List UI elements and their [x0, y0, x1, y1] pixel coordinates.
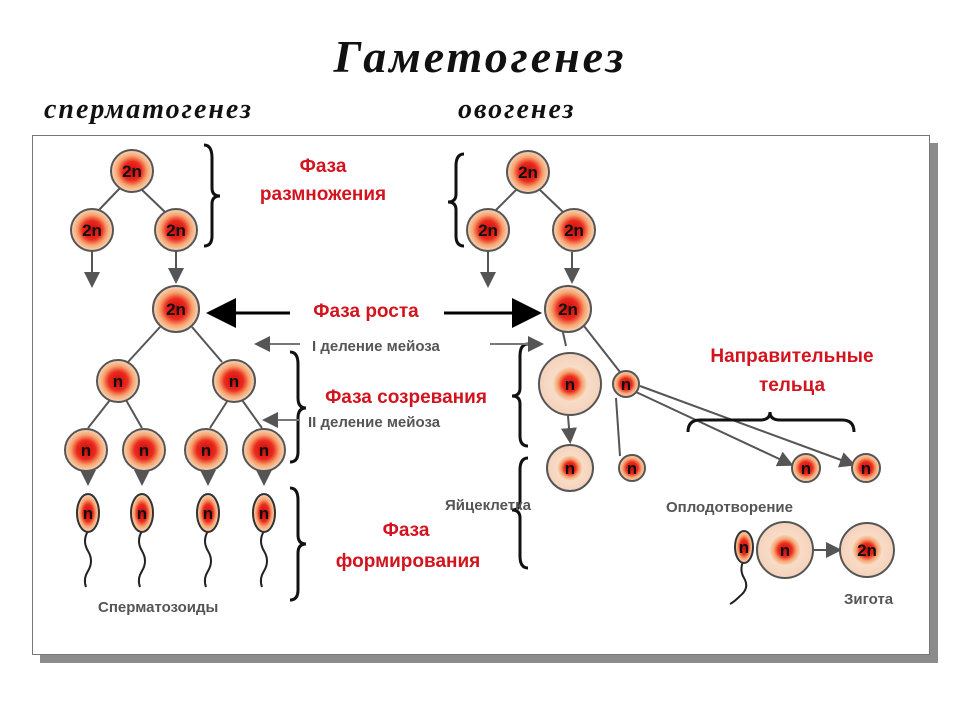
sp-spermatid-1: n	[64, 428, 108, 472]
lineage-connectors	[80, 187, 856, 558]
sp-line-7	[87, 399, 111, 429]
sp-secondary-spermatocyte-1: n	[96, 359, 140, 403]
oo-secondary-oocyte-ploidy: n	[565, 375, 575, 394]
spermatogenesis-heading: сперматогенез	[44, 94, 253, 125]
fertilization-label: Оплодотворение	[666, 499, 793, 516]
oo-oogonium-1-ploidy: 2n	[518, 163, 538, 182]
brace-formation-right	[511, 456, 529, 570]
formation-phase-label-1: Фаза	[383, 520, 430, 541]
brace-reproduction-right	[447, 152, 465, 248]
sp-primary-spermatocyte: 2n	[152, 285, 200, 333]
reproduction-phase-label-1: Фаза	[300, 156, 347, 177]
sp-line-1	[96, 187, 121, 213]
oo-line-9	[635, 391, 794, 467]
sp-primary-spermatocyte-ploidy: 2n	[166, 300, 186, 319]
zygote-label: Зигота	[844, 591, 894, 608]
meiosis-2-label: II деление мейоза	[308, 414, 441, 431]
sp-spermatid-3: n	[184, 428, 228, 472]
sp-line-8	[125, 399, 143, 429]
maturation-phase-label: Фаза созревания	[325, 387, 487, 408]
cells-layer: 2n 2n 2n 2n n n n n n n n n n n 2n 2n 2n 2n n n n n n n n n 2n	[64, 149, 895, 605]
formation-phase-label-2: формирования	[336, 551, 481, 572]
oo-oogonium-2: 2n	[466, 208, 510, 252]
sp-spermatid-1-ploidy: n	[81, 441, 91, 460]
sp-sperm-2-ploidy: n	[137, 504, 147, 523]
sperm-label: Сперматозоиды	[98, 599, 218, 616]
brace-reproduction-left	[203, 143, 221, 248]
oo-primary-oocyte-ploidy: 2n	[558, 300, 578, 319]
sp-secondary-spermatocyte-2: n	[212, 359, 256, 403]
oo-polar-body-2: n	[618, 454, 646, 482]
oo-line-8	[615, 397, 621, 457]
sp-spermatogonium-3-ploidy: 2n	[166, 221, 186, 240]
sp-sperm-4: n	[252, 493, 276, 588]
meiosis-1-label: I деление мейоза	[312, 338, 441, 355]
sp-sperm-4-ploidy: n	[259, 504, 269, 523]
sp-sperm-1: n	[76, 493, 100, 588]
sp-spermatogonium-3: 2n	[154, 208, 198, 252]
sp-spermatid-4-ploidy: n	[259, 441, 269, 460]
oo-polar-body-4: n	[851, 453, 881, 483]
fertilizing-sperm-ploidy: n	[739, 538, 749, 557]
oo-primary-oocyte: 2n	[544, 285, 592, 333]
oo-zygote-ploidy: 2n	[857, 541, 877, 560]
oo-polar-body-3-ploidy: n	[801, 459, 811, 478]
oo-line-10	[639, 385, 856, 468]
oo-line-7	[561, 415, 577, 444]
sp-line-6	[191, 326, 223, 363]
sp-line-5	[127, 326, 161, 363]
oo-line-1	[493, 189, 517, 213]
oo-secondary-oocyte: n	[538, 352, 602, 416]
sp-sperm-2: n	[130, 493, 154, 588]
growth-phase-label: Фаза роста	[313, 301, 419, 322]
oo-fertilized-egg-ploidy: n	[780, 541, 790, 560]
braces	[203, 143, 856, 602]
brace-maturation-left	[289, 350, 307, 464]
sp-spermatid-4: n	[242, 428, 286, 472]
oo-polar-body-1: n	[612, 370, 640, 398]
sp-line-9	[209, 399, 229, 429]
polar-bodies-label-1: Направительные	[710, 346, 873, 367]
reproduction-phase-label-2: размножения	[260, 184, 386, 205]
oogenesis-heading: овогенез	[458, 94, 576, 125]
fertilizing-sperm-tail	[729, 555, 748, 605]
brace-maturation-right	[511, 342, 529, 448]
sp-line-10	[241, 399, 263, 429]
sp-secondary-spermatocyte-2-ploidy: n	[229, 372, 239, 391]
sp-sperm-3-ploidy: n	[203, 504, 213, 523]
sp-spermatogonium-1: 2n	[110, 149, 154, 193]
polar-bodies-label-2: тельца	[759, 375, 826, 396]
oo-line-6	[583, 325, 621, 373]
oo-line-2	[539, 189, 564, 213]
sp-spermatid-3-ploidy: n	[201, 441, 211, 460]
sp-spermatid-2-ploidy: n	[139, 441, 149, 460]
sp-sperm-3: n	[196, 493, 220, 588]
sp-spermatogonium-1-ploidy: 2n	[122, 162, 142, 181]
egg-label: Яйцеклетка	[445, 497, 532, 514]
fertilizing-sperm-head	[734, 530, 754, 564]
sp-spermatogonium-2-ploidy: 2n	[82, 221, 102, 240]
brace-formation-left	[289, 486, 307, 602]
oo-oogonium-1: 2n	[506, 150, 550, 194]
oo-egg-ploidy: n	[565, 459, 575, 478]
sp-spermatid-2: n	[122, 428, 166, 472]
oo-oogonium-3-ploidy: 2n	[564, 221, 584, 240]
oo-polar-body-4-ploidy: n	[861, 459, 871, 478]
oo-polar-body-1-ploidy: n	[621, 375, 631, 394]
sp-spermatogonium-2: 2n	[70, 208, 114, 252]
oo-polar-body-2-ploidy: n	[627, 459, 637, 478]
sp-secondary-spermatocyte-1-ploidy: n	[113, 372, 123, 391]
oo-egg: n	[546, 444, 594, 492]
oo-polar-body-3: n	[791, 453, 821, 483]
sp-line-2	[139, 187, 166, 213]
oo-oogonium-2-ploidy: 2n	[478, 221, 498, 240]
oo-zygote: 2n	[839, 522, 895, 578]
oo-fertilized-egg: n	[756, 521, 814, 579]
oo-oogonium-3: 2n	[552, 208, 596, 252]
brace-polar-bodies	[686, 411, 856, 433]
sp-sperm-1-ploidy: n	[83, 504, 93, 523]
diagram-title: Гаметогенез	[333, 31, 627, 82]
meiosis-arrows	[254, 336, 544, 428]
